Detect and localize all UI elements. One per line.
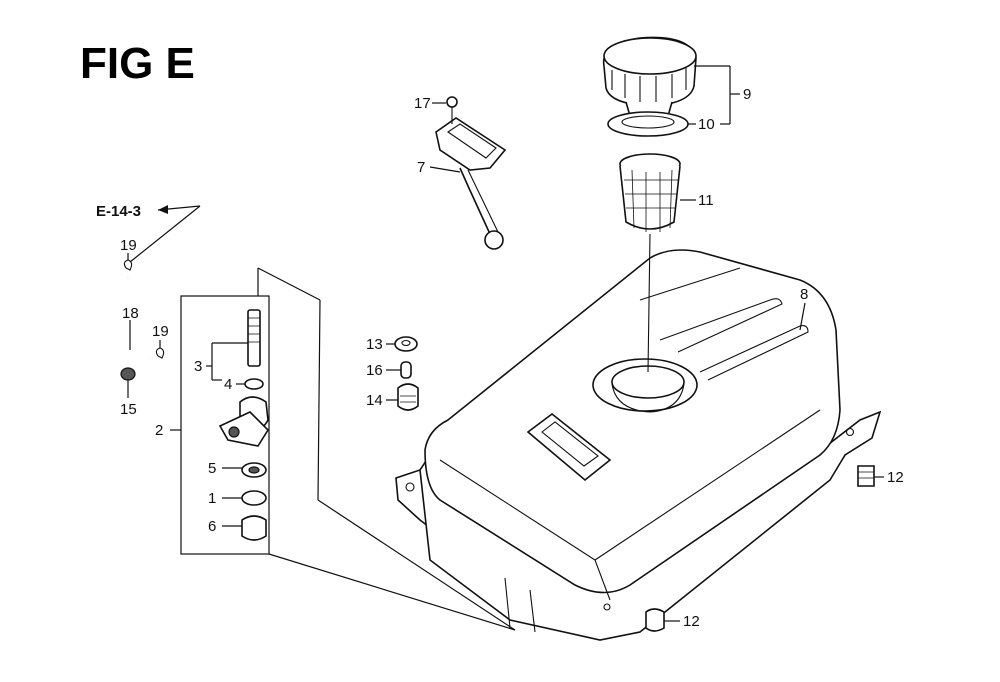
fuel-tank <box>395 249 882 641</box>
grommet-13 <box>394 336 418 352</box>
leader-lines <box>127 65 884 622</box>
callout-12-bottom: 12 <box>683 613 700 630</box>
bolt-12-right <box>857 465 875 487</box>
callout-5: 5 <box>208 460 216 477</box>
tube-clip-upper <box>123 259 133 271</box>
callout-18: 18 <box>122 305 139 322</box>
fuel-cap <box>602 36 697 121</box>
gauge-screw <box>446 96 458 124</box>
cap-gasket <box>607 111 689 137</box>
callout-1: 1 <box>208 490 216 507</box>
collar-16 <box>400 361 412 379</box>
callout-9: 9 <box>743 86 751 103</box>
callout-4: 4 <box>224 376 232 393</box>
fuel-tube <box>98 276 151 360</box>
callout-8: 8 <box>800 286 808 303</box>
callout-13: 13 <box>366 336 383 353</box>
fuel-cock-perspective <box>257 267 516 631</box>
fuel-cock-parts <box>218 309 270 541</box>
callout-19-lower: 19 <box>152 323 169 340</box>
callout-labels: 9 10 11 8 7 17 12 12 13 16 14 19 18 19 1… <box>120 86 904 630</box>
reference-label: E-14-3 <box>96 203 141 220</box>
callout-15: 15 <box>120 401 137 418</box>
fuel-gauge <box>435 117 507 250</box>
callout-16: 16 <box>366 362 383 379</box>
mount-rubber-14 <box>397 383 419 411</box>
callout-10: 10 <box>698 116 715 133</box>
callout-19-upper: 19 <box>120 237 137 254</box>
fuel-cock-frame <box>180 295 270 555</box>
callout-2: 2 <box>155 422 163 439</box>
bolt-12-bottom <box>645 608 665 632</box>
callout-7: 7 <box>417 159 425 176</box>
reference-arrow: E-14-3 <box>96 203 201 263</box>
figure-title: FIG E <box>80 39 195 88</box>
fuel-strainer <box>619 153 681 373</box>
callout-14: 14 <box>366 392 383 409</box>
tube-clip-lower <box>155 347 165 359</box>
callout-12-right: 12 <box>887 469 904 486</box>
callout-3: 3 <box>194 358 202 375</box>
cap-nut-15 <box>120 367 136 381</box>
callout-6: 6 <box>208 518 216 535</box>
callout-17: 17 <box>414 95 431 112</box>
callout-11: 11 <box>698 192 714 209</box>
